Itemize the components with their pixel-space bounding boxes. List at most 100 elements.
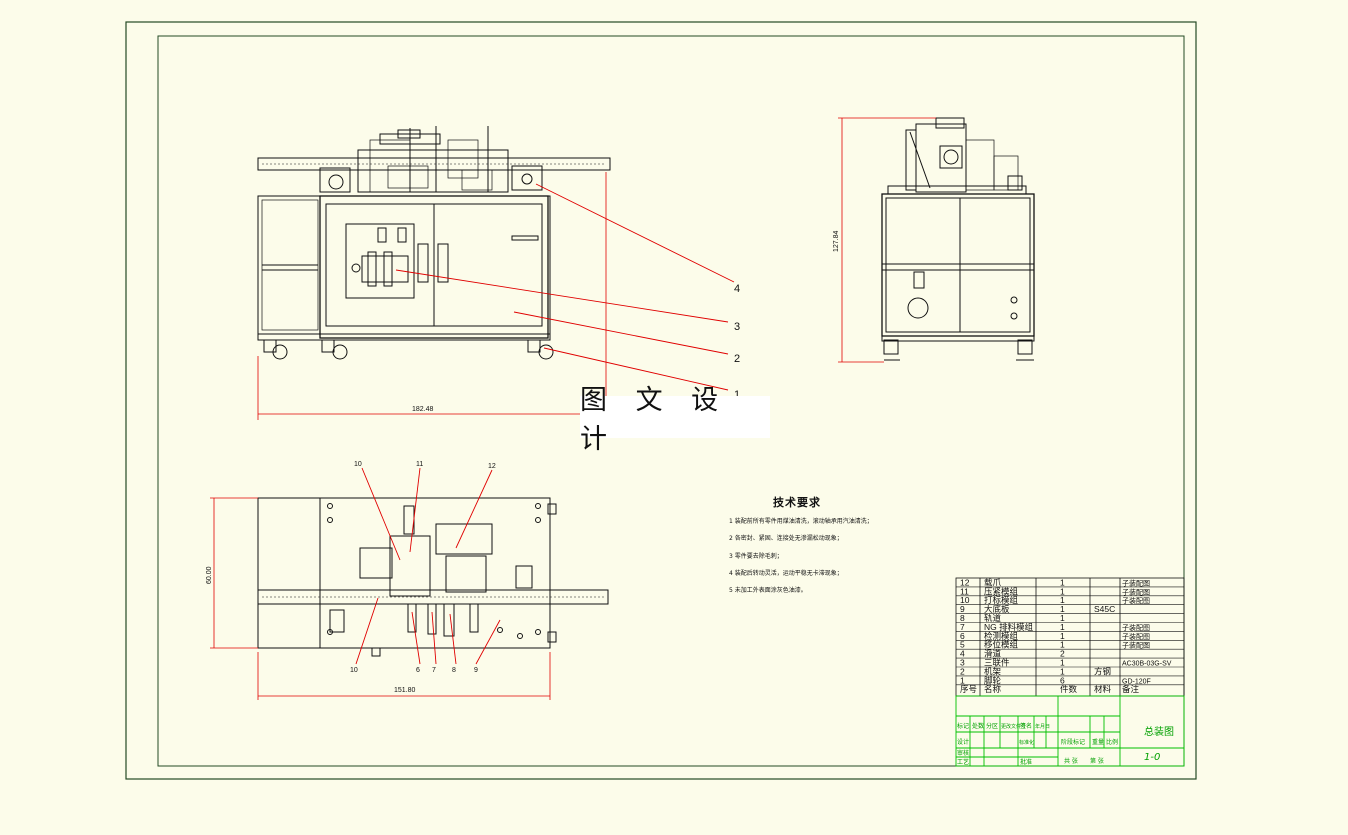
bom-cell-no: 8 (960, 613, 965, 623)
bom-cell-no: 10 (960, 595, 970, 605)
tech-item: 3 零件要去除毛刺； (729, 552, 783, 560)
bom-cell-qty: 1 (1060, 666, 1065, 676)
bom-cell-qty: 1 (1060, 604, 1065, 614)
callout-3: 3 (734, 321, 740, 333)
tb-approve: 批准 (1020, 758, 1032, 766)
bom-cell-remark: 子装配图 (1122, 578, 1150, 587)
bom-cell-material: 方钢 (1094, 666, 1111, 676)
side-view (881, 117, 1035, 361)
top-callout-10: 10 (354, 461, 362, 468)
callout-2: 2 (734, 353, 740, 365)
bom-cell-name: 压紧模组 (984, 586, 1019, 596)
bom-cell-name: 移位模组 (984, 640, 1019, 650)
top-callout-12: 12 (488, 463, 496, 470)
bom-cell-name: 载爪 (984, 577, 1002, 587)
bom-header-material: 材料 (1094, 684, 1112, 694)
tb-zone: 分区 (986, 722, 998, 730)
drawing-name: 总装图 (1144, 725, 1174, 738)
bom-cell-remark: AC30B-03G-SV (1122, 661, 1172, 668)
side-view-dimensions (838, 117, 936, 363)
bom-table (955, 577, 1185, 697)
tech-item: 1 装配前所有零件用煤油清洗，滚动轴承用汽油清洗； (729, 518, 873, 525)
tb-process: 工艺 (957, 758, 969, 766)
bom-cell-name: 滑道 (984, 649, 1002, 659)
tech-requirements-list: 1 装配前所有零件用煤油清洗，滚动轴承用汽油清洗； 2 各密封、紧固、连接处无渗… (729, 518, 929, 595)
bom-cell-qty: 1 (1060, 613, 1065, 623)
tech-item: 4 装配后转动灵活，运动平稳无卡滞现象； (729, 569, 843, 577)
top-width-dimension: 151.80 (394, 687, 416, 694)
tb-change-doc: 更改文件号 (1001, 723, 1026, 730)
bom-cell-qty: 1 (1060, 586, 1065, 596)
bom-cell-name: 机架 (984, 666, 1002, 676)
tech-requirements-title: 技术要求 (773, 496, 821, 509)
bom-cell-remark: 子装配图 (1122, 641, 1150, 650)
bom-cell-remark: 子装配图 (1122, 623, 1150, 632)
tb-design: 设计 (957, 738, 969, 746)
callout-4: 4 (734, 283, 740, 295)
outer-frame (125, 21, 1197, 780)
tech-item: 2 各密封、紧固、连接处无渗漏松动现象； (729, 535, 843, 543)
bottom-callout-6: 6 (416, 667, 420, 674)
bom-cell-remark: GD-120F (1122, 678, 1151, 685)
bom-header-qty: 件数 (1060, 684, 1078, 694)
bom-cell-qty: 1 (1060, 577, 1065, 587)
bom-cell-name: 打标模组 (984, 595, 1019, 605)
bom-cell-no: 12 (960, 577, 970, 587)
bom-cell-remark: 子装配图 (1122, 632, 1150, 641)
tech-requirements: 技术要求 1 装配前所有零件用煤油清洗，滚动轴承用汽油清洗； 2 各密封、紧固、… (729, 494, 929, 604)
bom-cell-material: S45C (1094, 604, 1115, 614)
bom-cell-qty: 1 (1060, 640, 1065, 650)
bom-cell-no: 3 (960, 658, 965, 668)
bom-cell-qty: 2 (1060, 649, 1065, 659)
bom-cell-no: 11 (960, 586, 969, 596)
front-view-dimensions (257, 172, 607, 420)
top-callout-11: 11 (416, 461, 423, 468)
bom-cell-name: 脚轮 (984, 675, 1002, 685)
bom-cell-name: 检测模组 (984, 631, 1019, 641)
bottom-callout-9: 9 (474, 667, 478, 674)
bom-cell-remark: 子装配图 (1122, 596, 1150, 605)
bom-cell-no: 7 (960, 622, 965, 632)
tech-item: 5 未加工外表面涂灰色油漆。 (729, 587, 807, 595)
tb-mark: 标记 (957, 722, 969, 730)
bottom-callout-7: 7 (432, 667, 436, 674)
top-view-leaders (355, 467, 501, 665)
bom-cell-qty: 1 (1060, 631, 1065, 641)
tb-sheets: 共 张 (1064, 757, 1078, 765)
bom-cell-no: 6 (960, 631, 965, 641)
bom-cell-name: 大底板 (984, 604, 1010, 614)
bom-cell-name: 轨道 (984, 613, 1002, 623)
front-width-dimension: 182.48 (412, 406, 434, 413)
tb-sign: 签名 (1020, 722, 1032, 730)
tb-scale: 比例 (1106, 738, 1118, 746)
top-height-dimension: 60.00 (206, 566, 213, 584)
title-block (955, 695, 1185, 767)
tb-sheet: 第 张 (1090, 757, 1104, 765)
bom-cell-no: 5 (960, 640, 965, 650)
tb-standardize: 标准化 (1019, 739, 1034, 746)
front-view (257, 126, 611, 360)
title-block-text: 标记 处数 分区 更改文件号 签名 年月日 设计 标准化 阶段标记 重量 比例 … (957, 722, 1174, 766)
drawing-number: 1-0 (1144, 752, 1160, 763)
bom-cell-qty: 1 (1060, 622, 1065, 632)
bottom-callout-8: 8 (452, 667, 456, 674)
inner-frame (157, 35, 1185, 767)
callout-1: 1 (734, 389, 740, 401)
bom-header-remark: 备注 (1122, 684, 1140, 694)
bom-header-name: 名称 (984, 684, 1002, 694)
watermark: 图 文 设 计 (580, 385, 770, 455)
bottom-callout-10: 10 (350, 667, 358, 674)
top-view (257, 497, 609, 657)
side-height-dimension: 127.84 (833, 230, 840, 252)
bom-cell-no: 9 (960, 604, 965, 614)
bom-cell-no: 2 (960, 666, 965, 676)
bom-cell-remark: 子装配图 (1122, 587, 1150, 596)
tb-weight: 重量 (1092, 738, 1104, 746)
tb-stage-mark: 阶段标记 (1061, 738, 1085, 746)
tb-count: 处数 (972, 722, 984, 730)
bom-cell-name: NG 排料模组 (984, 622, 1034, 632)
bom-header-no: 序号 (960, 684, 977, 694)
bom-cell-qty: 6 (1060, 675, 1065, 685)
